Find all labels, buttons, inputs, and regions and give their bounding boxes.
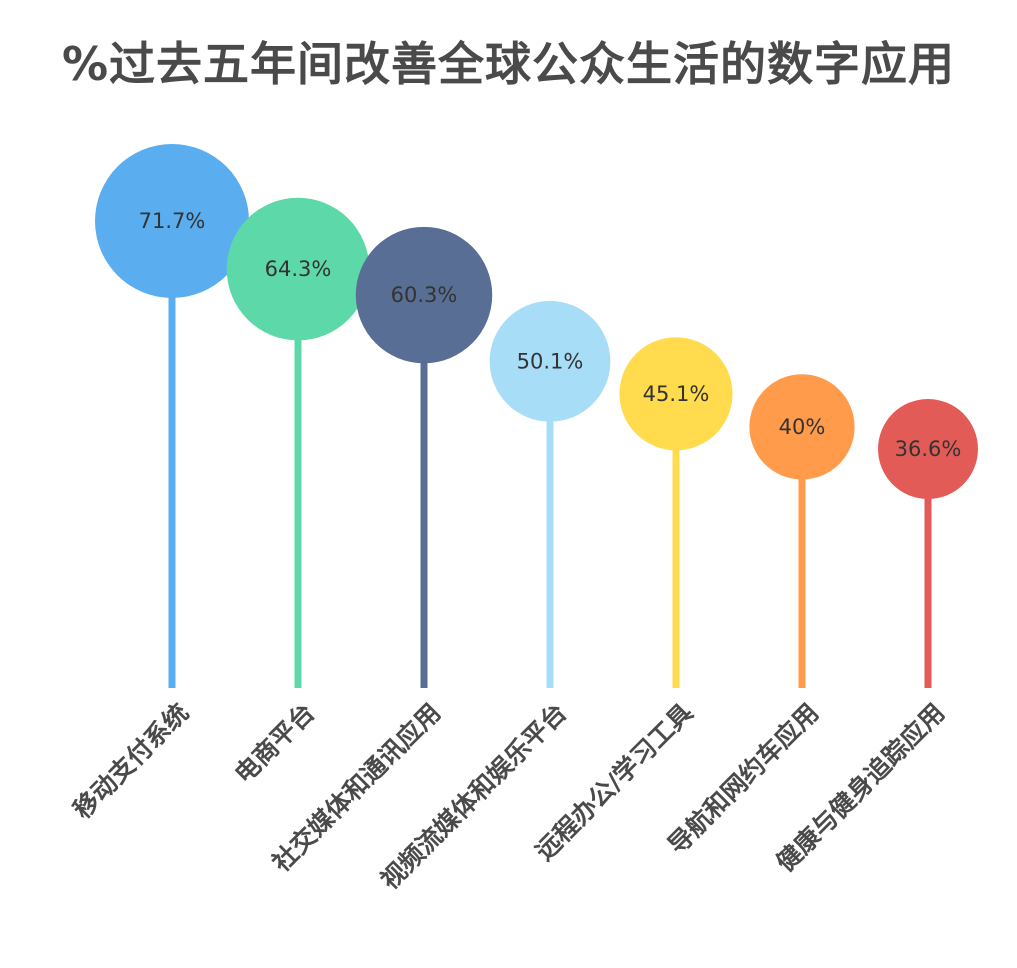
chart-title: %过去五年间改善全球公众生活的数字应用 bbox=[61, 37, 956, 91]
lollipop-bubble bbox=[355, 226, 493, 364]
lollipop-bubble bbox=[95, 144, 249, 298]
x-tick-label: 电商平台 bbox=[229, 698, 320, 789]
lollipop-bubble bbox=[226, 197, 370, 341]
lollipop-bubble bbox=[749, 374, 855, 480]
data-label: 71.7% bbox=[139, 209, 206, 233]
lollipop-bubble bbox=[619, 337, 733, 451]
data-label: 64.3% bbox=[265, 257, 332, 281]
data-label: 45.1% bbox=[643, 382, 710, 406]
lollipop-bubble bbox=[489, 300, 611, 422]
data-label: 50.1% bbox=[517, 349, 584, 373]
x-tick-label: 移动支付系统 bbox=[68, 698, 195, 825]
data-label: 60.3% bbox=[391, 283, 458, 307]
lollipop-bubble bbox=[878, 399, 978, 499]
data-label: 36.6% bbox=[895, 437, 962, 461]
data-label: 40% bbox=[779, 415, 826, 439]
